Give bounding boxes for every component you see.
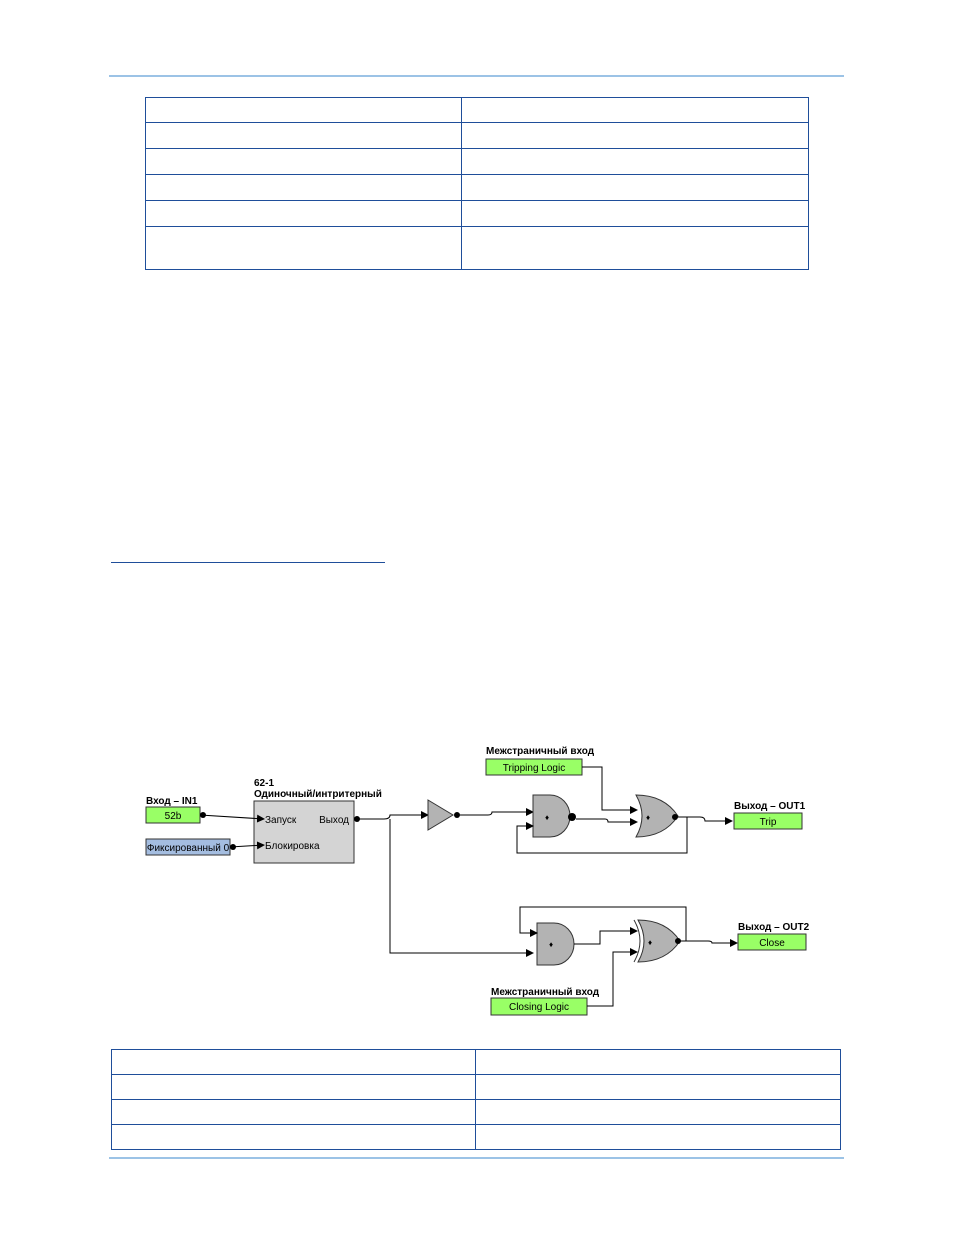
table-row xyxy=(111,1124,841,1150)
wire-or2-close xyxy=(678,939,738,947)
wire-timer-buffer xyxy=(357,811,429,820)
input-in1-value: 52b xyxy=(165,811,182,822)
wire-or1-trip xyxy=(675,816,733,825)
wire-and2-xor xyxy=(574,927,638,945)
closing-heading: Межстраничный вход xyxy=(491,987,600,998)
table-row xyxy=(111,1099,841,1125)
out2-value: Close xyxy=(759,938,785,949)
tripping-logic-value: Tripping Logic xyxy=(503,763,565,774)
out1-box[interactable] xyxy=(733,812,803,830)
out1-value: Trip xyxy=(760,817,777,828)
and-gate-1-bubble xyxy=(568,813,576,821)
footer-rule xyxy=(109,1157,844,1159)
and-gate-1-symbol: ♦ xyxy=(545,813,549,822)
or-gate-2[interactable] xyxy=(637,919,681,963)
timer-title: Одиночный/интритерный xyxy=(254,789,382,800)
timer-block-port: Блокировка xyxy=(265,841,320,852)
wire-or1-feedback xyxy=(516,817,688,854)
or-gate-2-symbol: ♦ xyxy=(648,938,652,947)
timer-start-port: Запуск xyxy=(265,815,297,826)
and-gate-2[interactable] xyxy=(536,922,575,966)
or-gate-1[interactable] xyxy=(635,794,679,838)
table-row xyxy=(145,148,809,175)
top-table xyxy=(145,97,809,270)
table-row xyxy=(145,226,809,270)
header-rule xyxy=(109,75,844,77)
junction-fixed xyxy=(230,844,236,850)
junction-in1 xyxy=(200,812,206,818)
wire-inverter-and1 xyxy=(460,808,534,816)
table-row xyxy=(111,1049,841,1075)
wire-tripping-or1 xyxy=(582,766,638,814)
table-row xyxy=(145,200,809,227)
out1-heading: Выход – OUT1 xyxy=(734,801,806,812)
or-gate-2-extra-curve xyxy=(633,919,641,963)
wire-and1-or1 xyxy=(576,818,638,826)
closing-logic-value: Closing Logic xyxy=(509,1002,569,1013)
logic-diagram: Вход – IN1 52b Фиксированный 0 62-1 Один… xyxy=(145,746,810,1016)
table-row xyxy=(111,1074,841,1100)
and-gate-1[interactable] xyxy=(532,794,571,838)
and-gate-2-symbol: ♦ xyxy=(549,940,553,949)
wire-closing-xor xyxy=(587,948,638,1007)
or-gate-1-symbol: ♦ xyxy=(646,813,650,822)
fixed-zero-label: Фиксированный 0 xyxy=(147,843,230,854)
wire-in1-timer xyxy=(199,814,265,823)
input-in1-heading: Вход – IN1 xyxy=(146,796,198,807)
timer-output-port: Выход xyxy=(319,815,349,826)
timer-block[interactable] xyxy=(253,800,355,864)
table-row xyxy=(145,174,809,201)
table-row xyxy=(145,97,809,123)
bottom-table xyxy=(111,1049,841,1150)
tripping-heading: Межстраничный вход xyxy=(486,746,595,757)
inverter-bubble xyxy=(454,812,460,818)
hyperlink-underline[interactable] xyxy=(111,562,385,563)
timer-id: 62-1 xyxy=(254,778,274,789)
inverter-gate[interactable] xyxy=(427,799,454,831)
out2-box[interactable] xyxy=(737,933,807,951)
wire-or2-feedback xyxy=(519,906,687,941)
out2-heading: Выход – OUT2 xyxy=(738,922,810,933)
table-row xyxy=(145,122,809,149)
wire-timer-and2 xyxy=(389,819,534,957)
